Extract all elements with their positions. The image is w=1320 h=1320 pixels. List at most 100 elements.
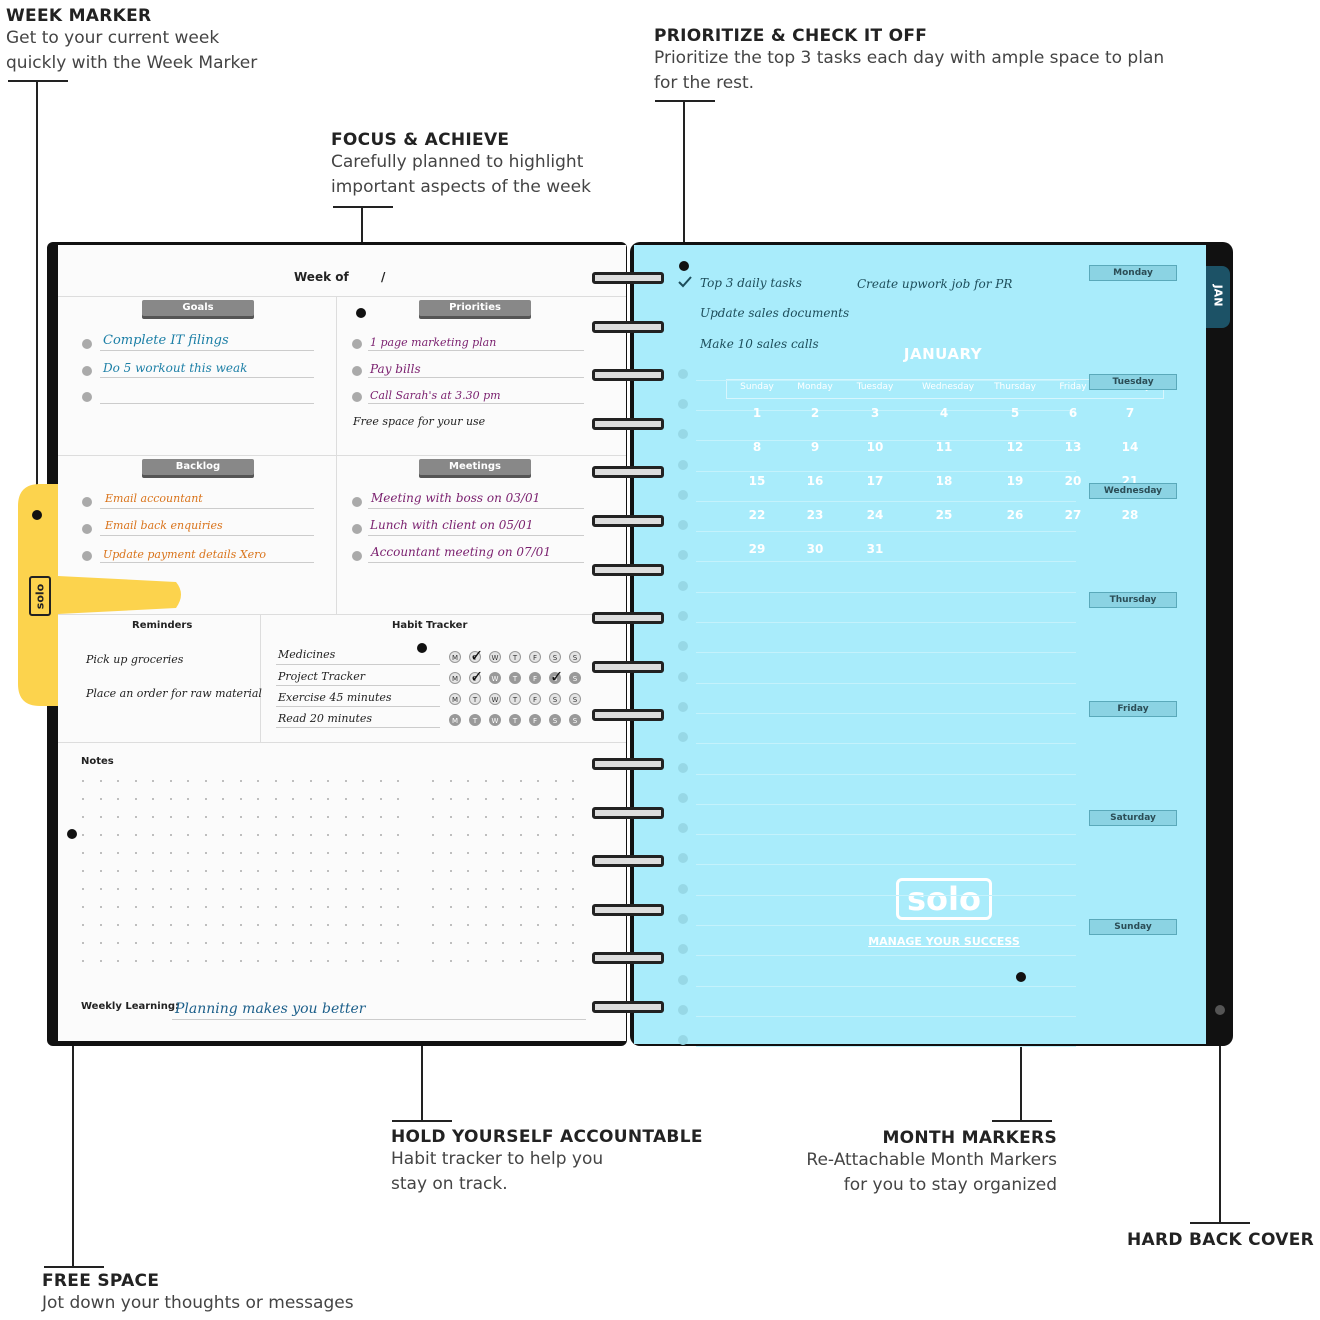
reminder-item: Pick up groceries (86, 653, 184, 666)
leader-line (36, 80, 38, 514)
notes-dot (222, 960, 224, 962)
solo-logo: solo (896, 878, 992, 920)
calendar-date: 2 (810, 406, 820, 420)
habit-day-circle: W (489, 714, 501, 726)
habit-day-circle: W (489, 672, 501, 684)
notes-dot (502, 780, 504, 782)
notes-dot (239, 816, 242, 818)
notes-label: Notes (81, 756, 114, 767)
notes-dot (362, 852, 364, 854)
notes-dot (554, 852, 557, 854)
spiral-ring (592, 1001, 664, 1013)
notes-dot (309, 816, 312, 818)
leader-line (1020, 978, 1022, 1120)
divider (58, 455, 626, 456)
notes-dot (467, 852, 469, 854)
leader-line (333, 206, 393, 208)
calendar-date: 17 (866, 474, 884, 488)
notes-dot (222, 780, 224, 782)
callout-desc: important aspects of the week (331, 177, 591, 197)
daily-task: Make 10 sales calls (700, 337, 819, 351)
notes-dot (117, 780, 119, 782)
habit-day-circle: S (549, 672, 561, 684)
notes-dot (292, 924, 294, 926)
notes-dot (99, 816, 102, 818)
notes-dot (432, 960, 434, 962)
notes-dot (397, 942, 399, 944)
habit-name: Exercise 45 minutes (278, 691, 392, 704)
notes-dot (239, 798, 242, 800)
callout-title: HARD BACK COVER (1127, 1230, 1315, 1250)
notes-dot (134, 906, 137, 908)
week-of-slash: / (381, 270, 386, 284)
notes-dot (292, 816, 294, 818)
notes-dot (432, 906, 434, 908)
daily-bullet (678, 671, 688, 682)
notes-dot (169, 942, 172, 944)
notes-dot (309, 924, 312, 926)
notes-dot (222, 942, 224, 944)
daily-line (696, 1015, 1076, 1017)
notes-dot (362, 906, 364, 908)
notes-dot (484, 888, 487, 890)
callout-desc: Prioritize the top 3 tasks each day with… (654, 48, 1165, 68)
leader-line (44, 1266, 104, 1268)
habit-day-circle: S (569, 672, 581, 684)
notes-dot (327, 834, 329, 836)
habit-day-circle: W (489, 651, 501, 663)
notes-dot (292, 942, 294, 944)
notes-dot (99, 960, 102, 962)
habit-day-circle: M (449, 651, 461, 663)
writing-line (100, 508, 314, 509)
month-tab[interactable]: JAN (1206, 266, 1230, 328)
calendar-date: 28 (1121, 508, 1139, 522)
notes-dot (572, 906, 574, 908)
divider (336, 296, 337, 614)
notes-dot (239, 960, 242, 962)
spiral-ring (592, 466, 664, 479)
notes-dot (572, 870, 574, 872)
notes-dot (292, 960, 294, 962)
daily-line (696, 1046, 1076, 1048)
calendar-date: 7 (1125, 406, 1135, 420)
habit-day-circle: T (469, 714, 481, 726)
notes-dot (467, 906, 469, 908)
calendar-date: 15 (748, 474, 766, 488)
notes-dot (274, 888, 277, 890)
spiral-ring (592, 709, 664, 722)
notes-dot (449, 780, 452, 782)
notes-dot (537, 798, 539, 800)
notes-dot (99, 834, 102, 836)
accountable-pointer-dot (417, 643, 427, 653)
notes-dot (397, 924, 399, 926)
writing-line (100, 377, 314, 378)
notes-dot (362, 942, 364, 944)
notes-dot (344, 942, 347, 944)
notes-dot (327, 888, 329, 890)
week-marker-tab[interactable] (18, 484, 186, 706)
notes-dot (484, 852, 487, 854)
notes-dot (449, 834, 452, 836)
notes-dot (134, 816, 137, 818)
spiral-ring (592, 417, 664, 430)
notes-dot (257, 942, 259, 944)
notes-dot (467, 816, 469, 818)
callout-week-marker: WEEK MARKER Get to your current week qui… (6, 6, 257, 76)
notes-dot (257, 816, 259, 818)
leader-line (683, 100, 685, 266)
notes-dot (397, 888, 399, 890)
daily-line (696, 773, 1076, 775)
notes-dot (362, 870, 364, 872)
notes-dot (99, 798, 102, 800)
notes-dot (572, 834, 574, 836)
daily-line (696, 622, 1076, 623)
notes-dot (502, 834, 504, 836)
leader-line (655, 100, 715, 102)
notes-dot (82, 852, 84, 854)
notes-dot (152, 798, 154, 800)
notes-dot (379, 852, 382, 854)
notes-dot (292, 906, 294, 908)
notes-dot (82, 888, 84, 890)
habit-day-circle: F (529, 714, 541, 726)
backlog-bullet (82, 551, 92, 561)
